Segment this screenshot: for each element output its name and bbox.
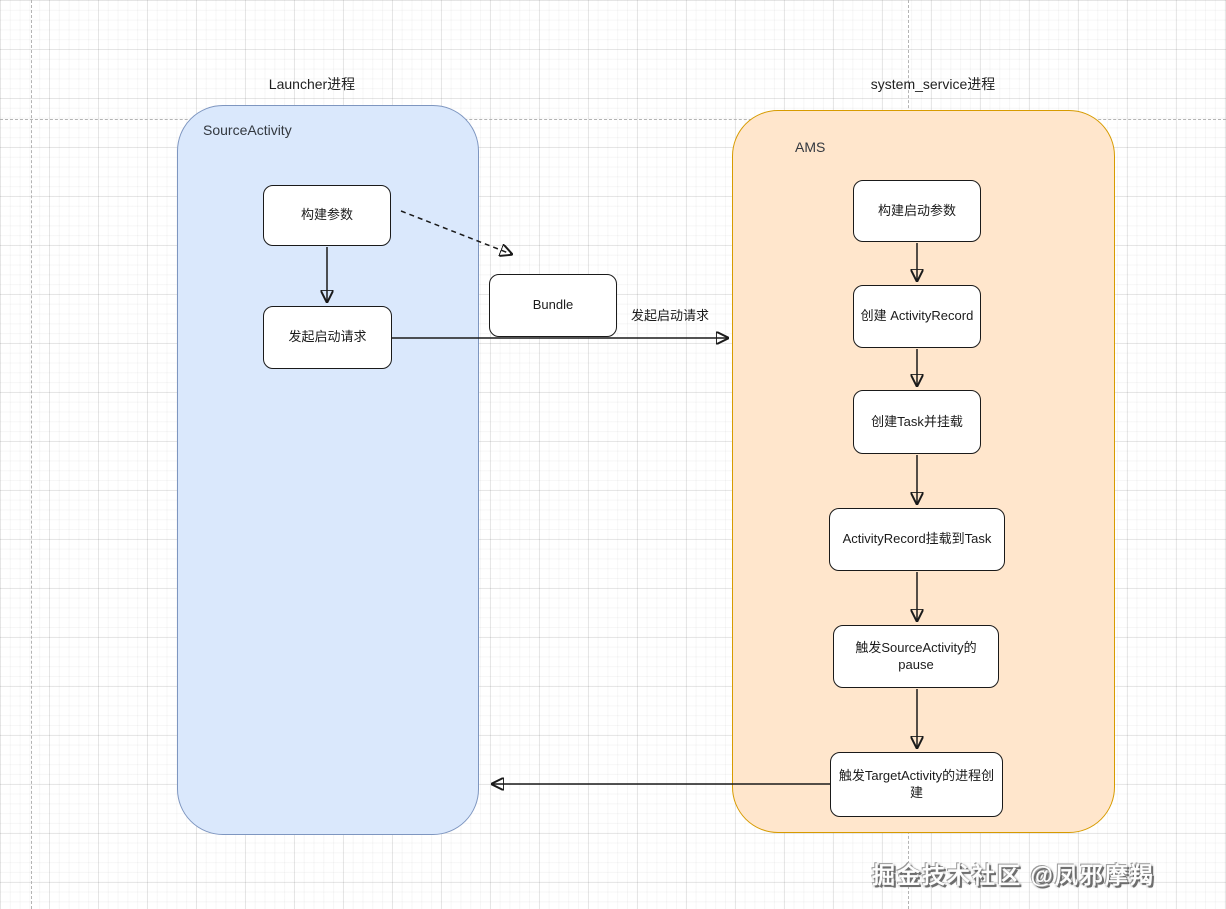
node-trigger-source-activity-pause: 触发SourceActivity的pause — [833, 625, 999, 688]
container-source-activity-label: SourceActivity — [203, 122, 292, 138]
lane-title-system-service: system_service进程 — [870, 76, 996, 92]
page-divider-vertical-left — [31, 0, 32, 909]
node-build-params: 构建参数 — [263, 185, 391, 246]
node-create-task-and-mount: 创建Task并挂载 — [853, 390, 981, 454]
node-build-start-params: 构建启动参数 — [853, 180, 981, 242]
node-trigger-target-activity-process-creation: 触发TargetActivity的进程创建 — [830, 752, 1003, 817]
container-ams-label: AMS — [795, 139, 826, 155]
page-divider-horizontal — [0, 119, 1226, 120]
lane-title-launcher: Launcher进程 — [268, 76, 356, 92]
node-activity-record-attach-to-task: ActivityRecord挂载到Task — [829, 508, 1005, 571]
node-send-start-request: 发起启动请求 — [263, 306, 392, 369]
edge-label-start-request: 发起启动请求 — [631, 308, 710, 323]
watermark-text: 掘金技术社区 @凤邪摩羯 — [872, 862, 1155, 888]
node-create-activity-record: 创建 ActivityRecord — [853, 285, 981, 348]
node-bundle: Bundle — [489, 274, 617, 337]
